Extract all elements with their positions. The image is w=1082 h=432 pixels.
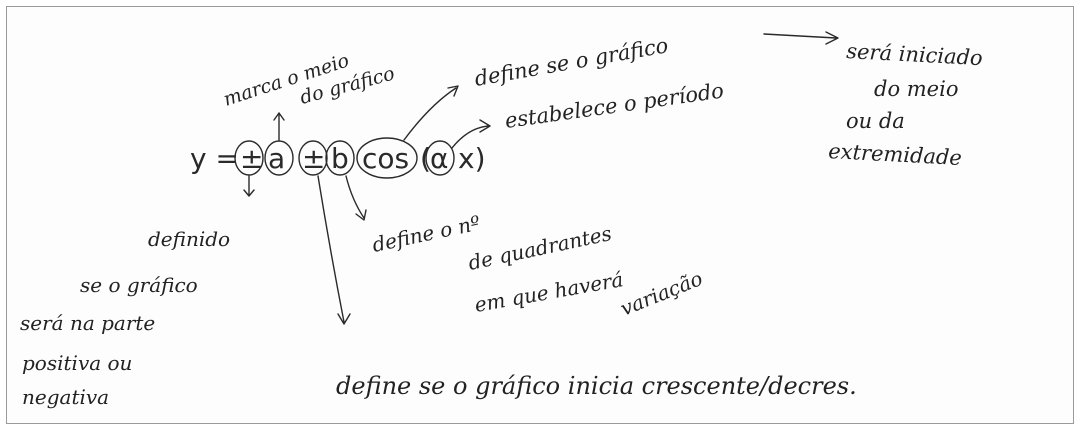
formula-plus-minus-1: ± xyxy=(240,142,263,175)
note-define-inicio-line1: define se o gráfico xyxy=(473,33,670,91)
formula-b: b xyxy=(331,142,349,175)
arrow-alpha-right xyxy=(451,119,491,149)
arrow-b-down xyxy=(345,175,367,221)
circle-pm1 xyxy=(234,140,264,176)
note-definido-line1: definido xyxy=(148,227,230,251)
note-definido-line4: positiva ou xyxy=(22,351,132,375)
formula-cos: cos xyxy=(362,142,409,175)
arrow-to-right-note xyxy=(763,31,839,45)
arrow-pm1-down xyxy=(243,175,255,197)
note-definido-line2: se o gráfico xyxy=(80,273,198,297)
formula-a: a xyxy=(268,142,285,175)
note-definido-line5: negativa xyxy=(22,385,109,409)
annotation-arrows xyxy=(243,31,839,325)
circle-cos xyxy=(356,137,418,179)
circle-pm2 xyxy=(298,140,328,176)
formula: y = ± a ± b cos ( α x) xyxy=(190,142,486,175)
note-define-inicio-line5: extremidade xyxy=(828,139,963,170)
note-estabelece: estabelece o período xyxy=(503,78,725,132)
circle-b xyxy=(325,140,355,176)
note-define-inicio-line2: será iniciado xyxy=(846,39,984,70)
note-define-inicio-line4: ou da xyxy=(846,109,905,133)
note-quadrantes-line1: define o nº xyxy=(370,211,482,257)
formula-y-equals: y = xyxy=(190,142,239,175)
note-definido-line3: será na parte xyxy=(20,311,155,335)
image-frame xyxy=(6,6,1074,424)
arrow-cos-up xyxy=(403,85,459,141)
arrow-pm2-down xyxy=(317,175,351,325)
formula-circles xyxy=(234,137,455,179)
handwritten-notes: marca o meio do gráfico define se o gráf… xyxy=(20,33,983,409)
circle-a xyxy=(264,140,294,176)
formula-alpha: α xyxy=(430,142,448,175)
formula-x-paren: x) xyxy=(458,142,486,175)
note-define-inicio-line3: do meio xyxy=(874,77,958,101)
note-quadrantes-line2: de quadrantes xyxy=(466,221,614,275)
arrow-a-up xyxy=(273,112,285,141)
note-bottom: define se o gráfico inicia crescente/dec… xyxy=(336,372,857,400)
formula-plus-minus-2: ± xyxy=(302,142,325,175)
circle-alpha xyxy=(425,140,455,176)
note-quadrantes-line3: em que haverá xyxy=(473,267,625,317)
note-quadrantes-line4: variação xyxy=(617,266,706,321)
